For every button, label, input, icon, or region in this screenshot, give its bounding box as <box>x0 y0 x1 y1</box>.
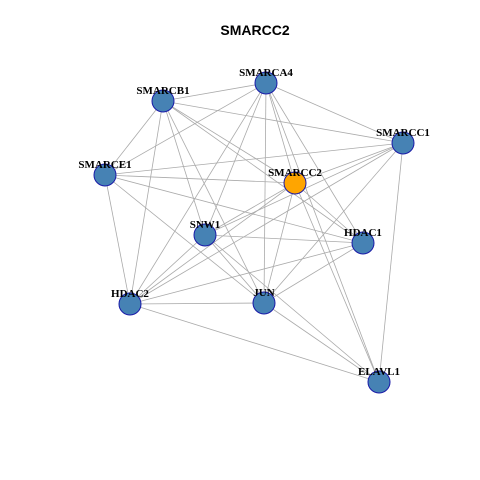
node-label-smarca4: SMARCA4 <box>239 67 293 79</box>
node-jun[interactable] <box>252 291 276 315</box>
edge-smarce1-hdac1 <box>104 174 364 244</box>
edge-snw1-jun <box>204 234 265 304</box>
edge-smarca4-snw1 <box>204 82 267 236</box>
edge-smarca4-jun <box>263 82 267 304</box>
node-label-elavl1: ELAVL1 <box>358 366 400 378</box>
edge-smarce1-jun <box>104 174 265 304</box>
node-label-snw1: SNW1 <box>190 219 221 231</box>
edge-smarcb1-snw1 <box>162 100 206 236</box>
edge-hdac1-hdac2 <box>129 242 364 305</box>
node-label-smarce1: SMARCE1 <box>78 159 131 171</box>
edge-smarcc2-jun <box>263 182 296 304</box>
node-elavl1[interactable] <box>367 370 391 394</box>
edge-smarca4-smarcc1 <box>265 82 404 144</box>
node-hdac2[interactable] <box>118 292 142 316</box>
node-label-smarcb1: SMARCB1 <box>136 85 189 97</box>
edge-snw1-hdac1 <box>204 234 364 244</box>
node-smarce1[interactable] <box>93 163 117 187</box>
edge-snw1-elavl1 <box>204 234 380 383</box>
edge-smarce1-hdac2 <box>104 174 131 305</box>
edge-jun-elavl1 <box>263 302 380 383</box>
edge-smarcc2-snw1 <box>204 182 296 236</box>
edge-smarcc1-hdac2 <box>129 142 404 305</box>
edge-smarcb1-smarcc2 <box>162 100 296 184</box>
label-layer: SMARCA4SMARCB1SMARCC1SMARCE1SMARCC2SNW1H… <box>78 67 429 378</box>
edge-smarcc2-elavl1 <box>294 182 380 383</box>
edge-smarcc1-smarcc2 <box>294 142 404 184</box>
node-label-hdac1: HDAC1 <box>344 227 382 239</box>
edge-layer <box>104 82 404 383</box>
node-smarcb1[interactable] <box>151 89 175 113</box>
node-snw1[interactable] <box>193 223 217 247</box>
edge-hdac2-elavl1 <box>129 303 380 383</box>
edge-smarca4-hdac2 <box>129 82 267 305</box>
edge-hdac1-jun <box>263 242 364 304</box>
edge-smarca4-hdac1 <box>265 82 364 244</box>
edge-smarcc1-elavl1 <box>378 142 404 383</box>
node-label-smarcc1: SMARCC1 <box>376 127 430 139</box>
edge-smarcc1-smarce1 <box>104 142 404 176</box>
edge-smarcc1-jun <box>263 142 404 304</box>
edge-smarce1-smarcc2 <box>104 174 296 184</box>
edge-hdac2-jun <box>129 302 265 305</box>
edge-smarcb1-hdac2 <box>129 100 164 305</box>
edge-smarcb1-smarca4 <box>162 82 267 102</box>
graph-title: SMARCC2 <box>220 22 289 38</box>
edge-snw1-hdac2 <box>129 234 206 305</box>
node-smarca4[interactable] <box>254 71 278 95</box>
edge-smarca4-smarce1 <box>104 82 267 176</box>
edge-smarcb1-smarce1 <box>104 100 164 176</box>
node-layer <box>93 71 415 394</box>
edge-smarca4-smarcc2 <box>265 82 296 184</box>
edge-smarcb1-hdac1 <box>162 100 364 244</box>
node-smarcc1[interactable] <box>391 131 415 155</box>
node-label-jun: JUN <box>253 287 274 299</box>
edge-smarcc2-hdac1 <box>294 182 364 244</box>
node-hdac1[interactable] <box>351 231 375 255</box>
edge-smarcb1-jun <box>162 100 265 304</box>
edge-smarcb1-smarcc1 <box>162 100 404 144</box>
node-smarcc2[interactable] <box>283 171 307 195</box>
node-label-hdac2: HDAC2 <box>111 288 149 300</box>
node-label-smarcc2: SMARCC2 <box>268 167 322 179</box>
